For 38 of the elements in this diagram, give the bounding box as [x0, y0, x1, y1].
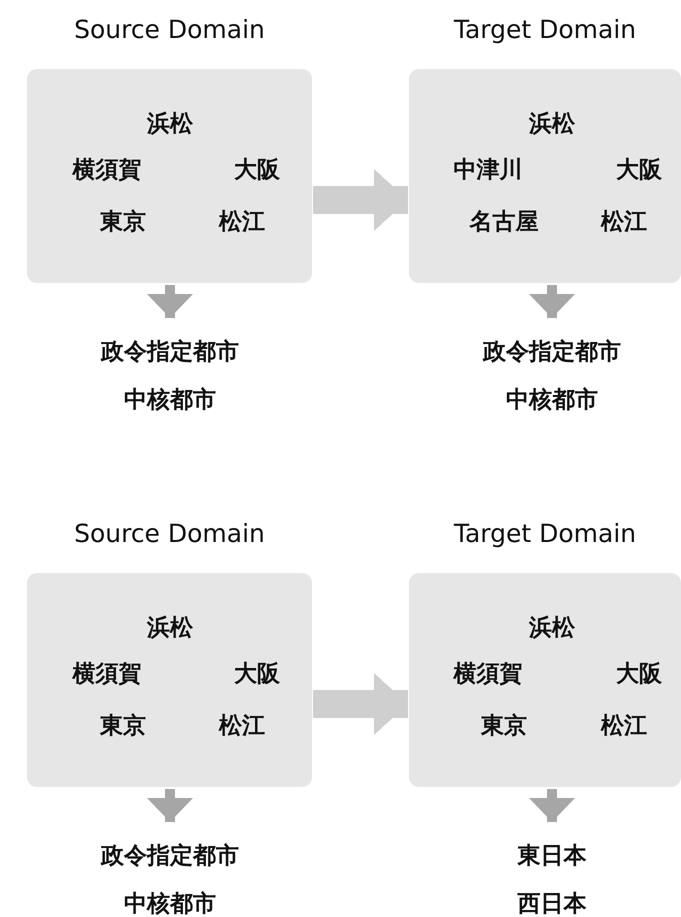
city-name: 浜松 — [529, 110, 575, 139]
category-label: 政令指定都市 — [482, 338, 622, 367]
city-name: 松江 — [601, 712, 647, 741]
arrow — [529, 285, 575, 318]
category-label: 東日本 — [516, 842, 588, 871]
domain-heading: Source Domain — [73, 518, 266, 550]
city-name: 大阪 — [234, 660, 280, 689]
city-name: 松江 — [219, 208, 265, 237]
domain-heading: Target Domain — [452, 14, 638, 46]
city-name: 浜松 — [529, 614, 575, 643]
category-label: 中核都市 — [505, 386, 599, 415]
category-label: 政令指定都市 — [100, 338, 240, 367]
domain-heading: Target Domain — [452, 518, 638, 550]
category-label: 中核都市 — [123, 386, 217, 415]
city-name: 浜松 — [147, 614, 193, 643]
domain-heading: Source Domain — [73, 14, 266, 46]
city-name: 松江 — [601, 208, 647, 237]
city-name: 名古屋 — [470, 208, 538, 237]
arrow — [529, 789, 575, 822]
city-name: 東京 — [100, 208, 146, 237]
city-name: 横須賀 — [72, 156, 142, 185]
city-name: 横須賀 — [454, 660, 522, 689]
category-label: 中核都市 — [123, 890, 217, 917]
category-label: 政令指定都市 — [100, 842, 240, 871]
arrow — [147, 285, 193, 318]
city-name: 大阪 — [616, 156, 662, 185]
city-name: 東京 — [100, 712, 146, 741]
city-name: 横須賀 — [72, 660, 142, 689]
arrow — [313, 673, 408, 735]
city-name: 松江 — [219, 712, 265, 741]
category-label: 西日本 — [516, 890, 588, 917]
arrow — [147, 789, 193, 822]
city-name: 東京 — [481, 712, 527, 741]
arrow — [313, 169, 408, 231]
city-name: 大阪 — [616, 660, 662, 689]
city-name: 大阪 — [234, 156, 280, 185]
city-name: 中津川 — [454, 156, 522, 185]
city-name: 浜松 — [147, 110, 193, 139]
